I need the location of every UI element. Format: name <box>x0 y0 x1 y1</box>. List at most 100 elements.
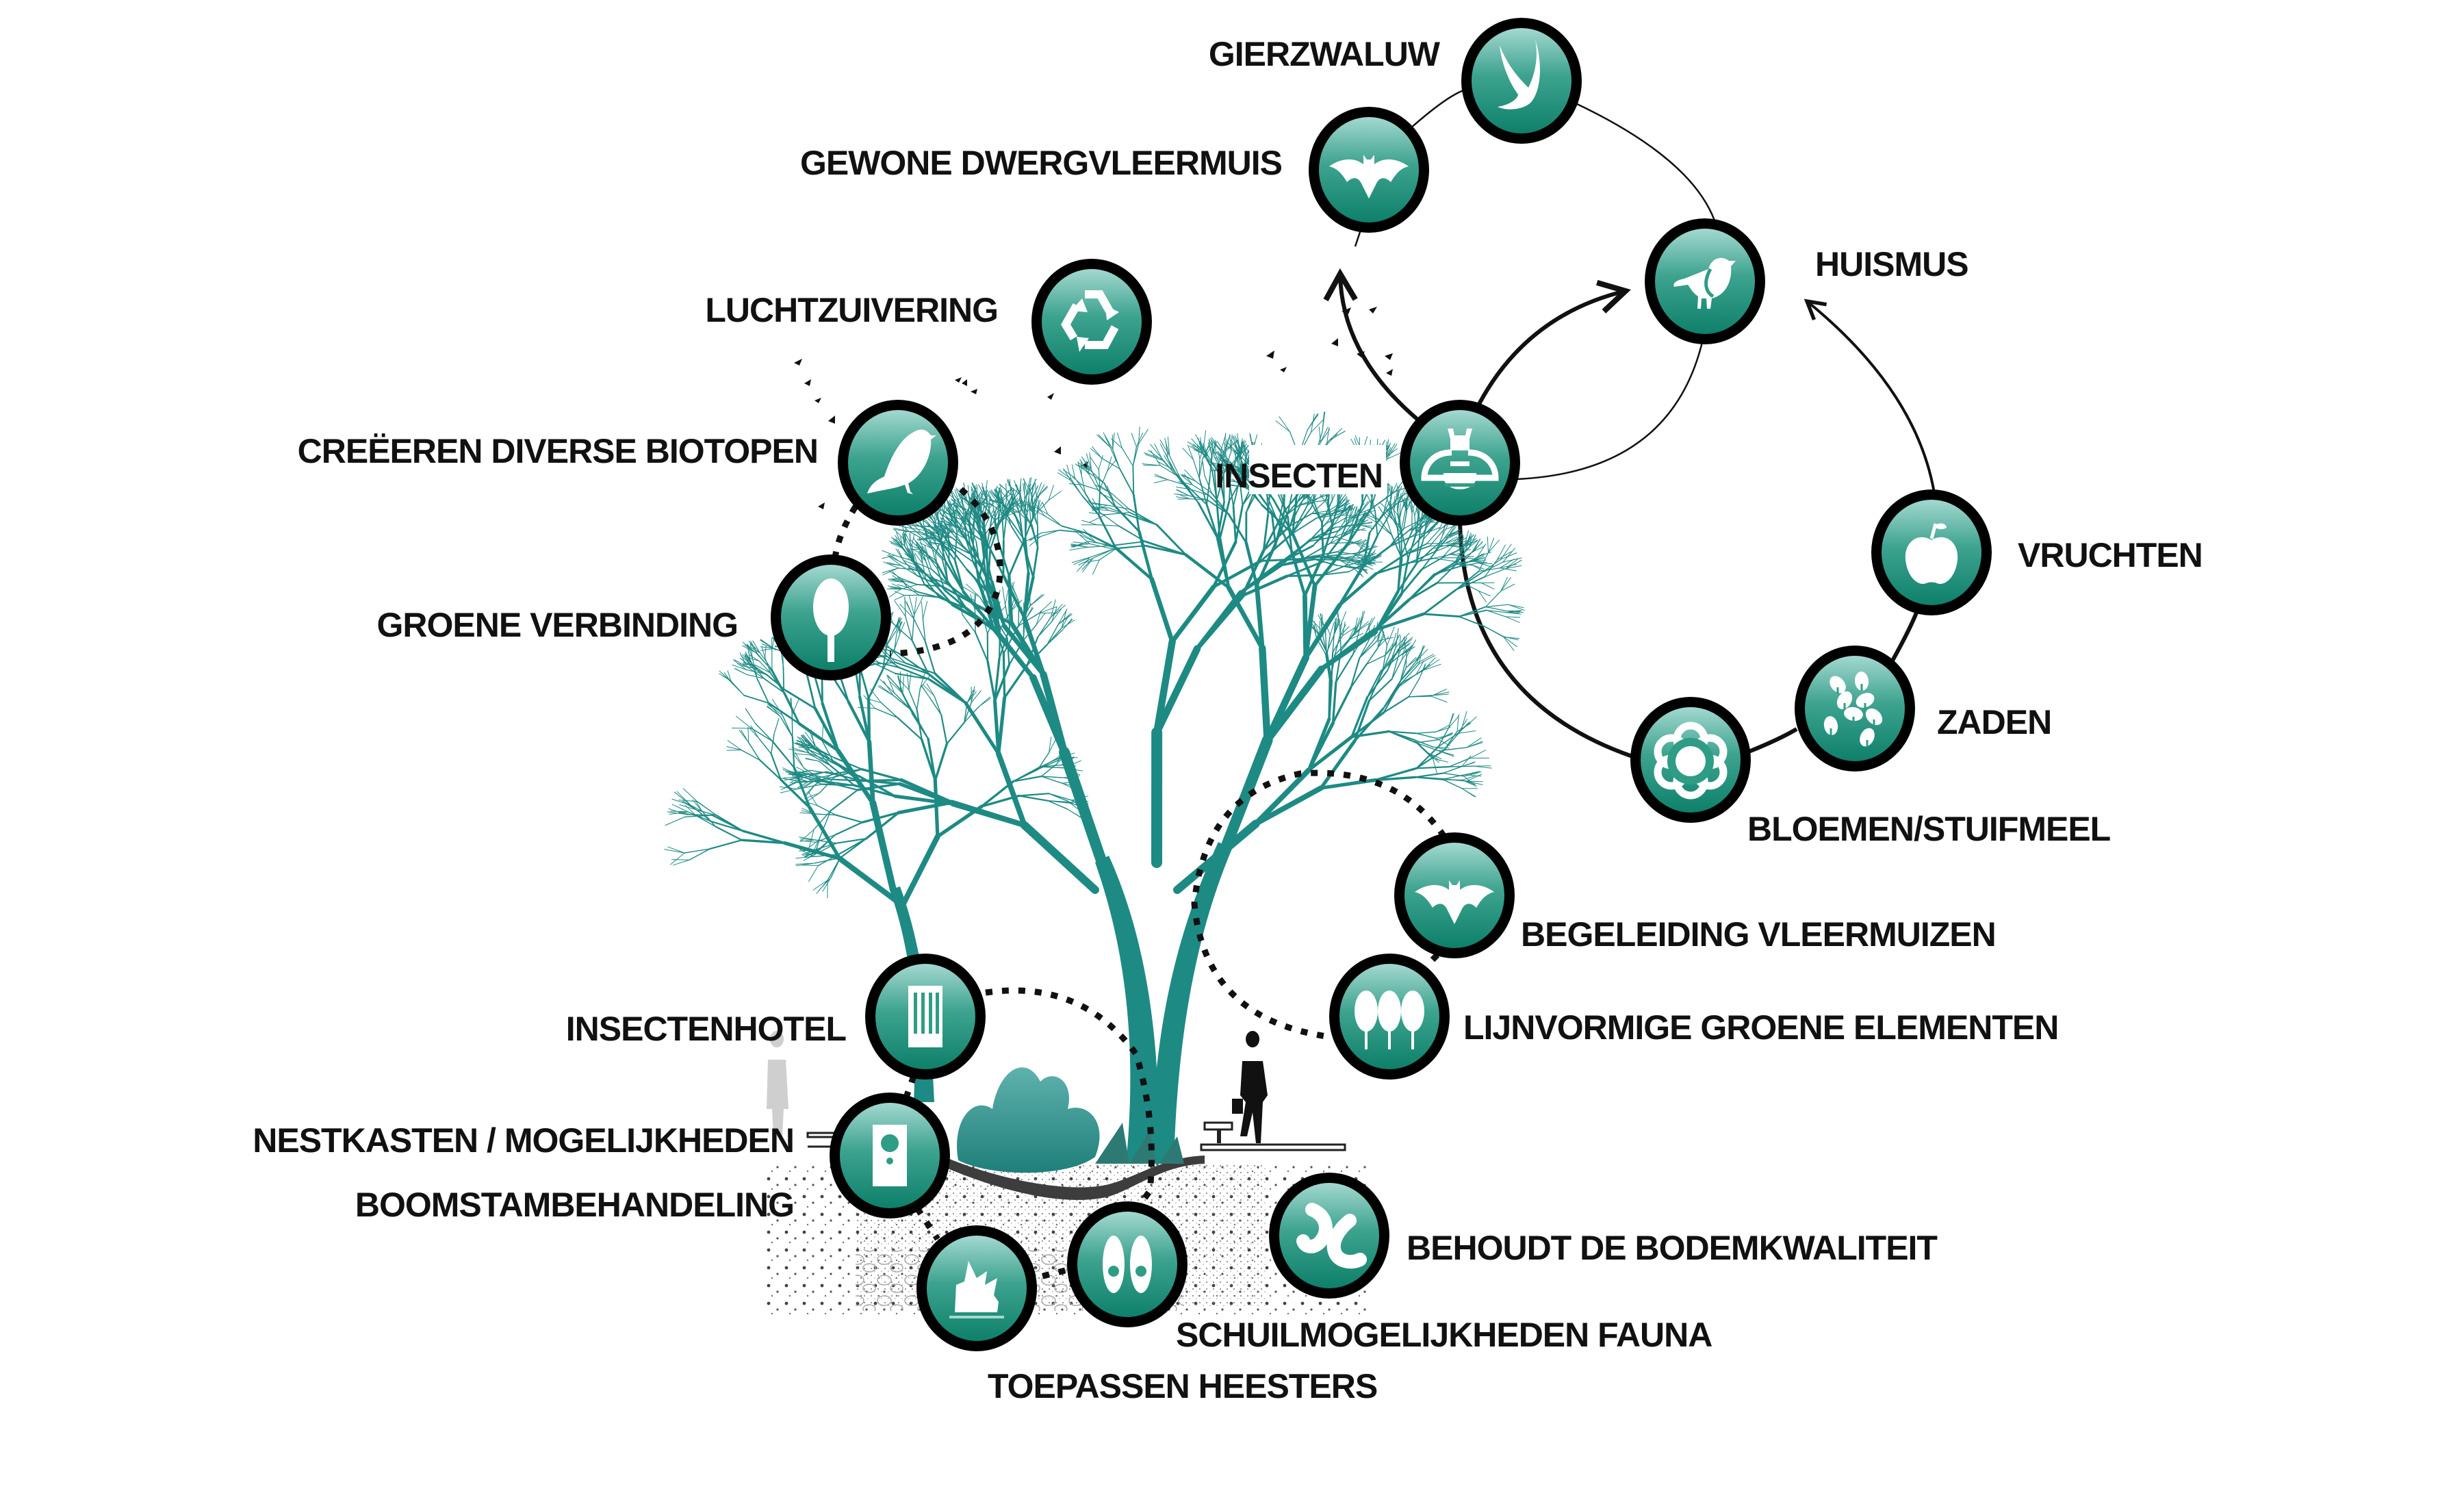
tree-branch <box>1420 557 1443 571</box>
tree-branch <box>944 528 949 543</box>
tree-branch <box>1128 508 1157 526</box>
tree-branch <box>1037 500 1041 512</box>
tree-branch <box>1307 735 1354 772</box>
tree-branch <box>888 556 902 566</box>
tree-branch <box>1026 643 1049 666</box>
tree-branch <box>1154 444 1164 461</box>
tree-branch <box>1337 564 1365 607</box>
tree-branch <box>1108 509 1129 516</box>
tree-branch <box>1099 512 1120 526</box>
tree-branch <box>1006 637 1010 666</box>
tree-branch <box>1415 745 1439 769</box>
tree-branch <box>1400 509 1407 531</box>
tree-branch <box>1472 564 1485 570</box>
tree-branch <box>1393 495 1396 511</box>
tree-branch <box>795 752 805 769</box>
tree-branch <box>1433 544 1452 552</box>
tree-branch <box>1352 633 1366 656</box>
tree-branch <box>1331 680 1337 725</box>
tree-branch <box>1418 522 1430 539</box>
tree-branch <box>1415 539 1424 565</box>
tree-branch <box>899 603 914 620</box>
tree-branch <box>674 791 691 806</box>
tree-branch <box>1008 574 1014 626</box>
tree-branch <box>891 680 903 693</box>
tree-branch <box>749 642 761 654</box>
tree-branch <box>743 663 755 667</box>
tree-branch <box>1462 582 1479 591</box>
tree-branch <box>994 601 1001 617</box>
tree-branch <box>908 567 919 572</box>
tree-branch <box>1415 742 1439 752</box>
tree-branch <box>1339 624 1346 637</box>
tree-branch <box>1013 510 1021 526</box>
tree-branch <box>975 519 981 537</box>
tree-branch <box>684 815 713 818</box>
tree-branch <box>1263 665 1325 744</box>
tree-branch <box>954 498 960 515</box>
tree-branch <box>979 517 981 537</box>
tree-branch <box>1320 427 1329 443</box>
tree-branch <box>1090 548 1114 558</box>
tree-branch <box>732 664 747 670</box>
tree-branch <box>966 690 974 704</box>
tree-branch <box>1033 496 1037 517</box>
tree-branch <box>934 743 949 782</box>
tree-branch <box>1073 541 1089 548</box>
tree-branch <box>1202 446 1209 459</box>
tree-branch <box>1109 446 1120 470</box>
tree-branch <box>1332 635 1344 653</box>
bird-icon <box>867 429 936 494</box>
tree-branch <box>805 758 820 762</box>
tree-branch <box>745 708 756 724</box>
tree-branch <box>1303 553 1325 598</box>
tree-branch <box>1029 674 1068 756</box>
tree-branch <box>1387 483 1391 497</box>
tree-branch <box>799 838 816 841</box>
tree-branch <box>1309 499 1323 524</box>
tree-branch <box>1464 774 1482 777</box>
tree-branch <box>741 839 786 845</box>
node-huismus <box>1645 218 1765 344</box>
tree-branch <box>1436 564 1456 584</box>
tree-branch <box>804 784 816 795</box>
tree-branch <box>1338 499 1350 509</box>
tree-branch <box>759 759 782 781</box>
node-luchtzuivering <box>1031 259 1152 385</box>
tree-branch <box>892 537 905 546</box>
label-vruchten: VRUCHTEN <box>2018 536 2203 574</box>
tree-branch <box>920 672 926 689</box>
tree-branch <box>782 841 842 860</box>
tree-branch <box>966 691 977 704</box>
tree-branch <box>1307 413 1318 431</box>
tree-branch <box>962 546 980 564</box>
tree-branch <box>1383 687 1399 714</box>
tree-branch <box>745 657 755 667</box>
tree-branch <box>752 667 768 676</box>
tree-branch <box>1403 500 1407 513</box>
tree-branch <box>1408 582 1439 601</box>
tree-branch <box>1031 509 1046 517</box>
bee-icon <box>1421 429 1499 489</box>
tree-branch <box>747 726 749 743</box>
tree-branch <box>917 565 927 581</box>
tree-branch <box>980 519 989 537</box>
person-silhouette-grey <box>767 1031 788 1136</box>
tree-branch <box>1216 472 1225 501</box>
tree-branch <box>732 659 747 670</box>
tree-branch <box>893 539 903 549</box>
tree-branch <box>1262 519 1281 552</box>
tree-branch <box>1362 545 1391 567</box>
tree-branch <box>966 583 981 598</box>
tree-branch <box>1378 519 1392 536</box>
tree-branch <box>1198 458 1201 478</box>
tree-branch <box>914 540 924 552</box>
tree-branch <box>1326 433 1338 446</box>
tree-branch <box>748 741 760 761</box>
worm-icon <box>1296 1203 1367 1269</box>
tree-branch <box>834 814 863 824</box>
tree-branch <box>1177 489 1190 496</box>
tree-branch <box>966 498 975 519</box>
tree-branch <box>1353 617 1358 633</box>
tree-branch <box>901 588 919 593</box>
